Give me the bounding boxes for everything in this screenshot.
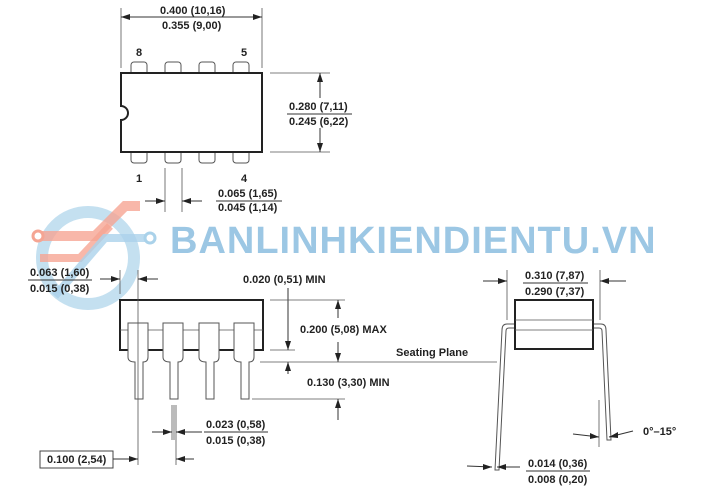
end-body xyxy=(514,299,594,350)
end-pin-max: 0.063 (1,60) xyxy=(30,267,90,279)
pitch-dim: 0.100 (2,54) xyxy=(47,454,107,466)
top-height-max: 0.280 (7,11) xyxy=(289,101,348,113)
watermark-logo xyxy=(31,201,157,310)
side-view: 0.063 (1,60) 0.015 (0,38) 0.020 (0,51) M… xyxy=(28,267,497,469)
pin-label-5: 5 xyxy=(241,47,247,59)
end-pin-min: 0.015 (0,38) xyxy=(30,283,90,295)
end-view: 0.310 (7,87) 0.290 (7,37) 0°–15° 0.014 (… xyxy=(466,270,676,486)
standoff-dim: 0.020 (0,51) MIN xyxy=(243,274,326,286)
pin-width-max: 0.065 (1,65) xyxy=(218,188,278,200)
pin-label-4: 4 xyxy=(241,173,248,185)
lead-width-max: 0.023 (0,58) xyxy=(206,419,266,431)
package-height-dim: 0.200 (5,08) MAX xyxy=(300,324,387,336)
lead-angle: 0°–15° xyxy=(643,426,676,438)
span-min: 0.290 (7,37) xyxy=(525,286,585,298)
pin-width-min: 0.045 (1,14) xyxy=(218,202,278,214)
top-height-min: 0.245 (6,22) xyxy=(289,116,349,128)
lead-width-min: 0.015 (0,38) xyxy=(206,435,266,447)
top-view: 8 5 1 4 0.400 (10,16) 0.355 (9,00) 0.280… xyxy=(120,5,352,214)
top-body xyxy=(120,72,263,153)
pin-label-1: 1 xyxy=(136,173,142,185)
top-width-max: 0.400 (10,16) xyxy=(160,5,226,17)
lead-thickness-min: 0.008 (0,20) xyxy=(528,474,588,486)
side-leads xyxy=(127,322,255,400)
pin-label-8: 8 xyxy=(136,47,142,59)
span-max: 0.310 (7,87) xyxy=(525,270,585,282)
lead-length-dim: 0.130 (3,30) MIN xyxy=(307,377,390,389)
seating-plane-label: Seating Plane xyxy=(396,347,468,359)
watermark-text: BANLINHKIENDIENTU.VN xyxy=(170,220,657,262)
top-width-min: 0.355 (9,00) xyxy=(162,20,222,32)
lead-thickness-max: 0.014 (0,36) xyxy=(528,458,588,470)
